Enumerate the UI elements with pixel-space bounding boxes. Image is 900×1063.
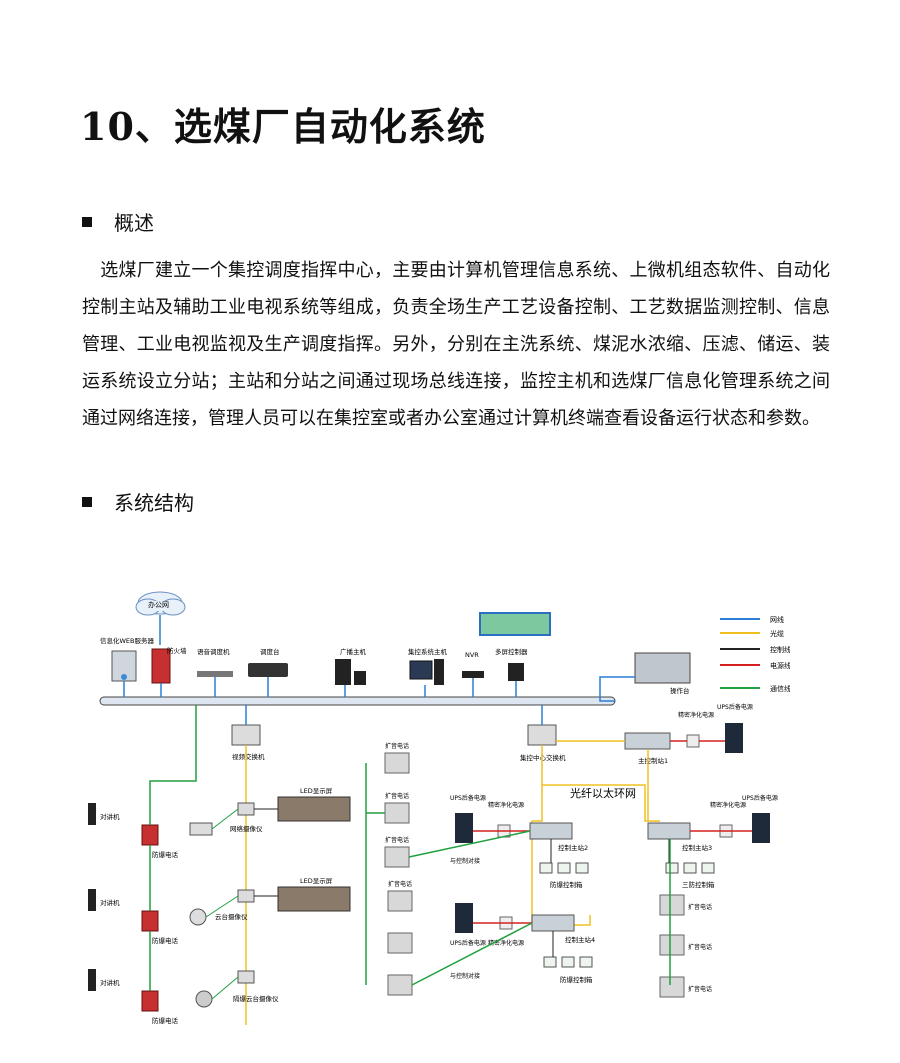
- legend-label: 光缆: [770, 629, 784, 638]
- svg-text:集控中心交换机: 集控中心交换机: [520, 753, 566, 762]
- page-title: 10、选煤厂自动化系统: [80, 104, 486, 149]
- ctrl-station3-icon: [647, 822, 691, 840]
- svg-text:防爆控制箱: 防爆控制箱: [560, 975, 593, 984]
- svg-text:UPS后备电源: UPS后备电源: [450, 939, 486, 947]
- structure-heading-text: 系统结构: [114, 491, 194, 515]
- network-cam-icon: [189, 822, 213, 836]
- bullet-square-icon: [82, 216, 92, 227]
- svg-text:对讲机: 对讲机: [100, 898, 120, 907]
- svg-text:精密净化电源: 精密净化电源: [488, 801, 524, 809]
- svg-text:扩音电话: 扩音电话: [385, 742, 409, 750]
- svg-text:UPS后备电源: UPS后备电源: [717, 703, 753, 711]
- svg-text:与控制对接: 与控制对接: [450, 972, 480, 980]
- svg-text:精密净化电源: 精密净化电源: [488, 939, 524, 947]
- svg-text:主控制站1: 主控制站1: [638, 756, 668, 765]
- svg-text:防爆电话: 防爆电话: [152, 936, 179, 945]
- broadcast-host-icon: [335, 659, 351, 685]
- svg-text:LED显示屏: LED显示屏: [300, 877, 333, 885]
- walkie-icon: [88, 969, 96, 991]
- svg-text:集控系统主机: 集控系统主机: [408, 647, 448, 656]
- multi-screen-icon: [508, 663, 524, 681]
- legend-label: 通信线: [770, 684, 790, 693]
- ctrl-station4-icon: [531, 914, 575, 932]
- svg-text:扩音电话: 扩音电话: [385, 836, 409, 844]
- svg-text:UPS后备电源: UPS后备电源: [742, 794, 778, 802]
- svg-text:防爆电话: 防爆电话: [152, 850, 179, 859]
- svg-text:扩音电话: 扩音电话: [385, 792, 409, 800]
- svg-text:扩音电话: 扩音电话: [388, 880, 412, 888]
- svg-text:操作台: 操作台: [670, 686, 690, 695]
- svg-text:对讲机: 对讲机: [100, 812, 120, 821]
- svg-text:对讲机: 对讲机: [100, 978, 120, 987]
- svg-text:扩音电话: 扩音电话: [688, 943, 712, 951]
- svg-text:精密净化电源: 精密净化电源: [678, 711, 714, 719]
- svg-text:UPS后备电源: UPS后备电源: [450, 794, 486, 802]
- svg-text:精密净化电源: 精密净化电源: [710, 801, 746, 809]
- walkie-icon: [88, 803, 96, 825]
- central-host-icon: [409, 660, 433, 680]
- svg-text:办公网: 办公网: [148, 600, 169, 609]
- svg-text:多屏控制器: 多屏控制器: [495, 647, 528, 656]
- speaker-phones-left: [384, 752, 413, 996]
- walkie-icon: [88, 889, 96, 911]
- svg-text:NVR: NVR: [465, 651, 479, 659]
- console-icon: [634, 652, 691, 684]
- overview-paragraph: 选煤厂建立一个集控调度指挥中心，主要由计算机管理信息系统、上微机组态软件、自动化…: [82, 252, 830, 437]
- ctrl-station2-icon: [529, 822, 573, 840]
- overview-text: 选煤厂建立一个集控调度指挥中心，主要由计算机管理信息系统、上微机组态软件、自动化…: [82, 260, 830, 429]
- legend-label: 电源线: [770, 661, 790, 670]
- ex-phone-icon: [141, 824, 159, 846]
- network-bus: [99, 696, 616, 706]
- label: 信息化WEB服务器: [100, 636, 154, 645]
- main-station1-icon: [624, 732, 671, 750]
- overview-heading-text: 概述: [114, 211, 154, 235]
- svg-text:LED显示屏: LED显示屏: [300, 787, 333, 795]
- svg-text:视频交换机: 视频交换机: [232, 752, 265, 761]
- system-structure-diagram: 网线 光缆 控制线 电源线 通信线 办公网 信息化WEB服务器 防火墙 语音调度…: [88, 591, 790, 1025]
- svg-text:广播主机: 广播主机: [340, 647, 367, 656]
- svg-text:调度台: 调度台: [260, 647, 280, 656]
- led-screen-icon: [277, 886, 351, 912]
- central-switch-icon: [527, 724, 557, 746]
- ex-ptz-cam-icon: [195, 990, 213, 1008]
- ptz-cam-icon: [189, 908, 207, 926]
- ex-phone-icon: [141, 990, 159, 1012]
- overview-heading: 概述: [82, 207, 154, 236]
- svg-text:扩音电话: 扩音电话: [688, 985, 712, 993]
- bullet-square-icon: [82, 496, 92, 507]
- led-screen-icon: [277, 796, 351, 822]
- legend-label: 网线: [770, 615, 784, 624]
- svg-text:语音调度机: 语音调度机: [197, 647, 230, 656]
- svg-text:与控制对接: 与控制对接: [450, 857, 480, 865]
- cloud-icon: 办公网: [135, 591, 186, 616]
- svg-text:三防控制箱: 三防控制箱: [682, 880, 715, 889]
- structure-heading: 系统结构: [82, 487, 194, 516]
- svg-text:防爆电话: 防爆电话: [152, 1016, 179, 1025]
- svg-text:控制主站2: 控制主站2: [558, 843, 588, 852]
- voice-dispatch-icon: [197, 671, 233, 677]
- svg-text:扩音电话: 扩音电话: [688, 903, 712, 911]
- svg-text:隔爆云台摄像仪: 隔爆云台摄像仪: [233, 994, 279, 1003]
- ex-phone-icon: [141, 910, 159, 932]
- legend: 网线 光缆 控制线 电源线 通信线: [720, 615, 790, 693]
- svg-text:网络摄像仪: 网络摄像仪: [230, 824, 263, 833]
- svg-text:控制主站4: 控制主站4: [565, 935, 595, 944]
- svg-text:控制主站3: 控制主站3: [682, 843, 712, 852]
- ups-icon: [455, 813, 473, 843]
- ring-net-label: 光纤以太环网: [570, 786, 636, 800]
- svg-text:防爆控制箱: 防爆控制箱: [550, 880, 583, 889]
- svg-text:云台摄像仪: 云台摄像仪: [215, 912, 248, 921]
- legend-label: 控制线: [770, 645, 790, 654]
- video-switch-icon: [231, 724, 261, 746]
- nvr-icon: [462, 671, 484, 678]
- ups-icon: [752, 813, 770, 843]
- svg-text:防火墙: 防火墙: [167, 646, 187, 655]
- video-wall-icon: [479, 612, 551, 636]
- ups-icon: [455, 903, 473, 933]
- dispatch-desk-icon: [248, 663, 288, 677]
- ups-icon: [725, 723, 743, 753]
